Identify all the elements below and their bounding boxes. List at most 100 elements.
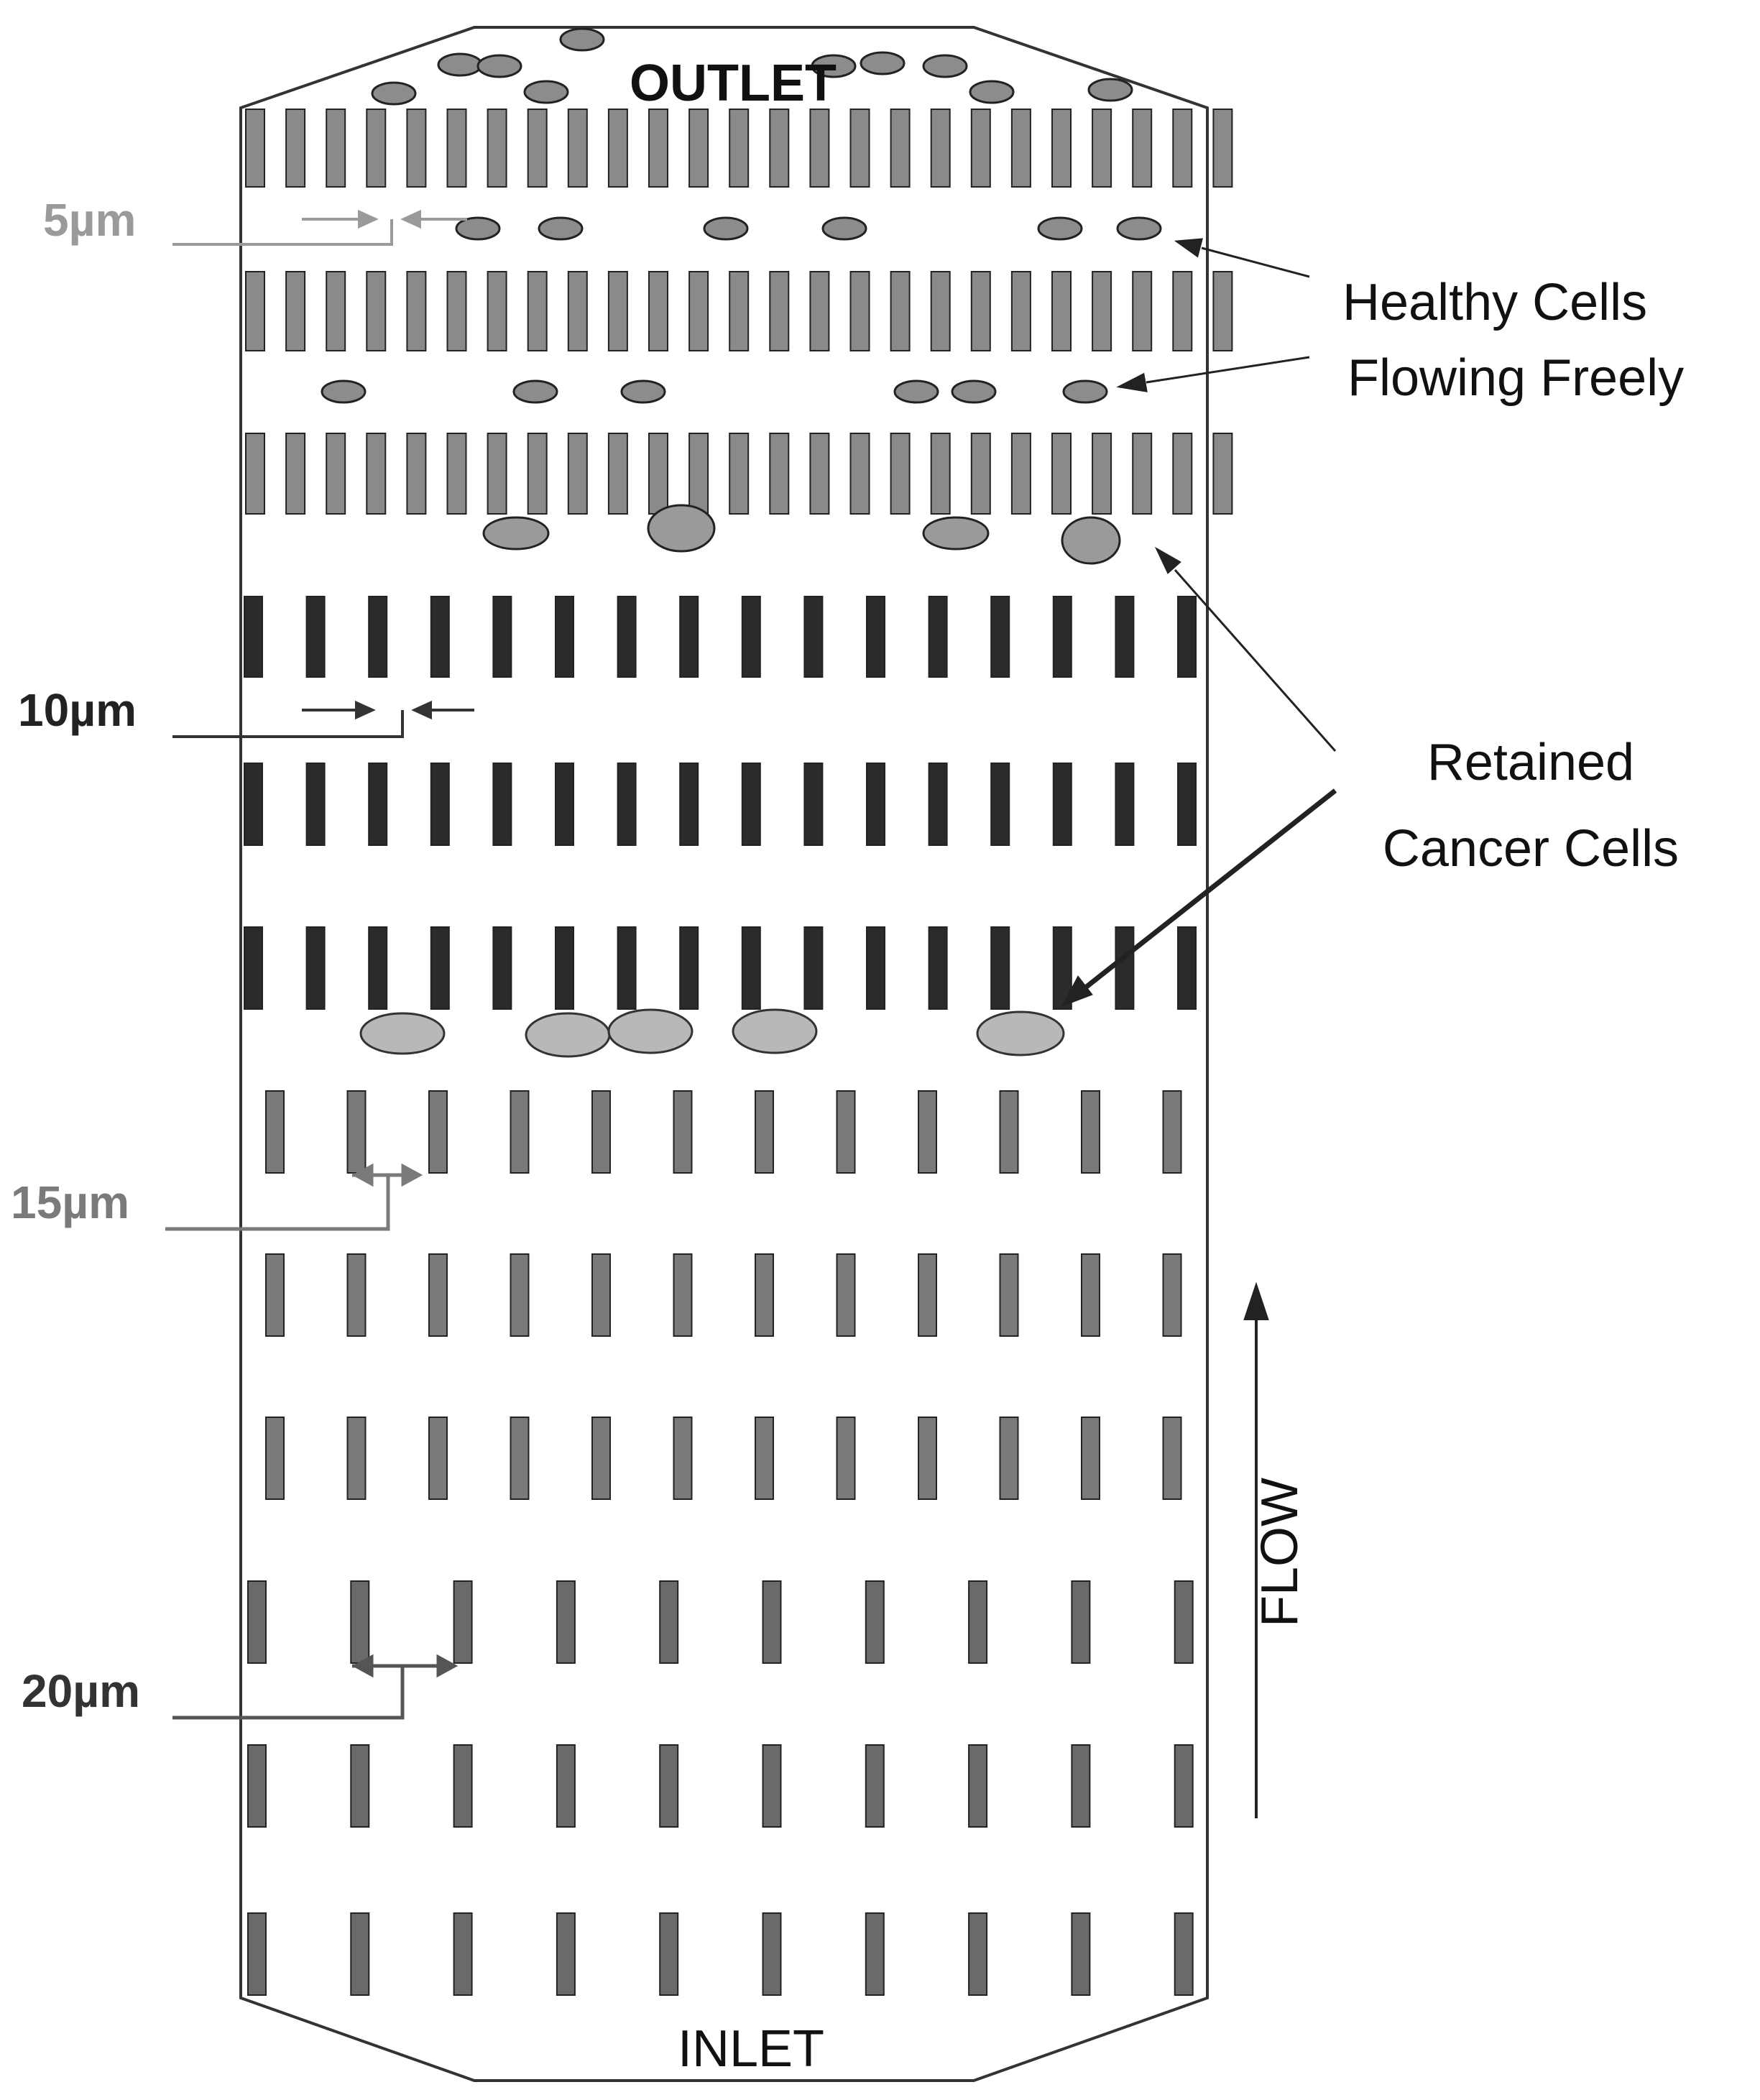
cancer-annotation-arrows <box>1061 546 1337 1007</box>
pillar-10um <box>679 596 699 678</box>
healthy-cells-group <box>321 27 1162 404</box>
pillar-15um <box>1081 1417 1100 1500</box>
pillar-15um <box>346 1417 367 1500</box>
pillar-5um <box>1172 109 1193 188</box>
pillar-10um <box>990 596 1010 678</box>
pillar-15um <box>428 1090 448 1174</box>
healthy-cell <box>437 52 483 77</box>
pillar-10um <box>1177 926 1197 1010</box>
healthy-cell <box>1062 379 1108 404</box>
healthy-cell <box>969 80 1015 104</box>
pillar-10um <box>368 596 388 678</box>
pillar-5um <box>326 271 346 351</box>
pillar-15um <box>265 1090 285 1174</box>
pillar-20um <box>350 1912 370 1996</box>
pillar-5um <box>849 433 870 515</box>
pillar-10um <box>617 596 637 678</box>
pillar-15um <box>428 1253 448 1337</box>
pillar-5um <box>446 109 467 188</box>
pillar-5um <box>1132 109 1153 188</box>
pillar-20um <box>659 1744 679 1828</box>
pillar-20um <box>1071 1912 1091 1996</box>
pillar-15um <box>999 1417 1019 1500</box>
pillar-20um <box>968 1912 988 1996</box>
pillar-20um <box>968 1744 988 1828</box>
pillar-20um <box>659 1580 679 1664</box>
pillar-5um <box>849 271 870 351</box>
healthy-annotation-arrows <box>1116 238 1310 392</box>
pillar-5um <box>729 433 750 515</box>
pillar-10um <box>679 926 699 1010</box>
pillar-20um <box>247 1580 267 1664</box>
cancer-cell <box>922 516 990 551</box>
pillar-15um <box>591 1090 611 1174</box>
pillar-15um <box>918 1253 937 1337</box>
pillar-15um <box>346 1253 367 1337</box>
pillar-5um <box>527 433 548 515</box>
pillar-10um <box>244 596 263 678</box>
pillar-10um <box>803 763 824 846</box>
cancer-cell <box>525 1012 611 1058</box>
pillar-20um <box>350 1580 370 1664</box>
healthy-cell <box>512 379 558 404</box>
pillar-5um <box>729 271 750 351</box>
gap-label-10um: 10µm <box>18 684 137 736</box>
pillar-10um <box>741 596 761 678</box>
pillar-15um <box>346 1090 367 1174</box>
pillar-10um <box>1177 596 1197 678</box>
healthy-cell <box>1116 216 1162 241</box>
pillar-5um <box>567 271 588 351</box>
pillar-10um <box>617 926 637 1010</box>
pillar-10um <box>928 926 948 1010</box>
pillar-15um <box>1081 1090 1100 1174</box>
pillar-15um <box>510 1090 530 1174</box>
pillar-10um <box>555 763 574 846</box>
pillar-5um <box>809 109 830 188</box>
pillar-5um <box>809 271 830 351</box>
healthy-cell <box>476 54 522 78</box>
gap-marker-10um <box>172 700 474 738</box>
pillar-15um <box>510 1417 530 1500</box>
pillar-5um <box>688 109 709 188</box>
gap-label-5um: 5µm <box>43 194 136 246</box>
pillar-15um <box>918 1090 937 1174</box>
pillar-15um <box>673 1417 693 1500</box>
pillar-10um <box>1115 926 1135 1010</box>
cancer-cells-group <box>359 504 1121 1058</box>
pillar-10um <box>866 763 885 846</box>
healthy-cell <box>922 54 968 78</box>
pillar-15um <box>755 1090 774 1174</box>
pillar-5um <box>567 433 588 515</box>
pillar-5um <box>1051 433 1072 515</box>
pillar-5um <box>285 271 306 351</box>
gap-label-20um: 20µm <box>22 1665 140 1717</box>
healthy-cell <box>455 216 501 241</box>
pillar-5um <box>527 109 548 188</box>
cancer-cell <box>976 1010 1065 1056</box>
pillar-array <box>244 109 1233 1996</box>
cancer-cell <box>359 1012 446 1055</box>
pillar-20um <box>762 1744 782 1828</box>
gap-marker-5um <box>172 209 467 246</box>
pillar-10um <box>430 763 450 846</box>
pillar-5um <box>769 433 790 515</box>
pillar-5um <box>688 433 709 515</box>
pillar-20um <box>556 1580 576 1664</box>
pillar-5um <box>285 433 306 515</box>
pillar-10um <box>803 926 824 1010</box>
pillar-5um <box>890 433 911 515</box>
pillar-20um <box>350 1744 370 1828</box>
pillar-5um <box>326 109 346 188</box>
pillar-5um <box>1010 271 1031 351</box>
healthy-cell <box>620 379 666 404</box>
pillar-5um <box>729 109 750 188</box>
healthy-cell <box>321 379 367 404</box>
healthy-cell <box>1087 78 1133 102</box>
pillar-15um <box>591 1417 611 1500</box>
pillar-15um <box>836 1090 856 1174</box>
pillar-10um <box>617 763 637 846</box>
chamber-outline <box>239 26 1209 2082</box>
pillar-5um <box>245 109 265 188</box>
healthy-cell <box>811 54 857 78</box>
pillar-15um <box>918 1417 937 1500</box>
